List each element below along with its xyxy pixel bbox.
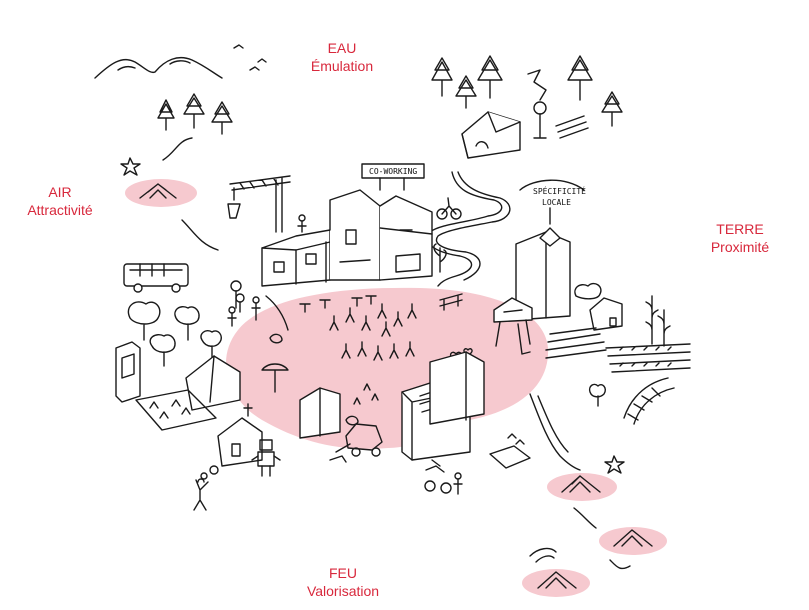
- crop-field: [545, 327, 691, 373]
- star-icon: [604, 455, 625, 474]
- flowers-icon: [230, 280, 245, 313]
- path-tent-connector: [573, 507, 597, 529]
- path-left: [181, 219, 219, 251]
- label-terre-subtitle: Proximité: [710, 239, 770, 255]
- label-feu-subtitle: Valorisation: [306, 583, 380, 599]
- specificite-locale-sign: SPÉCIFICITÉ LOCALE: [519, 179, 586, 225]
- people-left: [227, 296, 261, 327]
- village-buildings: [261, 189, 433, 287]
- wave-path-top: [162, 137, 193, 161]
- crane-icon: [227, 175, 291, 233]
- vending-machine: [115, 341, 141, 403]
- label-air-subtitle: Attractivité: [27, 202, 93, 218]
- robot-icon: [251, 439, 281, 477]
- apartment-building: [429, 351, 485, 425]
- stilt-house: [493, 297, 533, 347]
- plant-icon: [433, 243, 447, 273]
- digger-machine: [329, 423, 383, 463]
- star-icon: [120, 157, 141, 176]
- path-right: [529, 393, 581, 471]
- bicycle-group: [424, 459, 463, 495]
- pine-trees-icon: [157, 93, 233, 135]
- slide-icon: [517, 323, 531, 355]
- label-eau: EAU Émulation: [296, 39, 388, 75]
- specificite-line1: SPÉCIFICITÉ: [533, 185, 586, 196]
- greenhouse-icon: [623, 377, 675, 425]
- label-terre-title: TERRE: [716, 221, 764, 237]
- tent-icon: [537, 571, 577, 589]
- cyclist-icon: [436, 197, 462, 220]
- small-bushes-icon: [588, 383, 607, 407]
- cube-building: [299, 387, 341, 439]
- label-air: AIR Attractivité: [8, 183, 112, 219]
- tent-highlight-1: [547, 473, 617, 501]
- label-terre: TERRE Proximité: [696, 220, 784, 256]
- birds-icon: [233, 44, 267, 71]
- label-eau-title: EAU: [327, 40, 357, 56]
- person-cheering-icon: [193, 478, 209, 511]
- tent-highlight-3: [522, 569, 590, 597]
- umbrella-icon: [261, 363, 289, 393]
- shed-building: [589, 297, 623, 331]
- specificite-line2: LOCALE: [542, 198, 571, 207]
- coworking-sign-text: CO-WORKING: [369, 167, 417, 176]
- plants-lower: [353, 383, 379, 405]
- garden-bed: [135, 389, 217, 431]
- trees-left: [127, 301, 222, 367]
- label-feu: FEU Valorisation: [294, 564, 392, 600]
- house-with-chimney: [217, 403, 263, 467]
- label-air-title: AIR: [48, 184, 72, 200]
- tent-icon: [561, 475, 601, 493]
- tent-highlight-2: [599, 527, 667, 555]
- small-house-left: [185, 355, 241, 411]
- chickens-icon: [269, 333, 359, 426]
- crowd-of-people: [329, 303, 417, 361]
- corn-plants-icon: [645, 295, 671, 347]
- label-feu-title: FEU: [329, 565, 357, 581]
- bus-icon: [123, 263, 189, 293]
- label-eau-subtitle: Émulation: [310, 58, 374, 74]
- path-bottom: [609, 559, 631, 570]
- person-on-roof: [297, 214, 307, 233]
- barn-building: [461, 111, 521, 159]
- tent-icon: [139, 183, 177, 199]
- bench-icon: [439, 293, 463, 311]
- forest-icon: [431, 55, 623, 127]
- plaza-tables: [299, 295, 377, 313]
- bushes-icon: [574, 282, 602, 300]
- tent-icon: [613, 529, 653, 547]
- coworking-sign: CO-WORKING: [361, 163, 425, 191]
- sculpture-icon: [527, 69, 589, 139]
- winding-road: [425, 171, 503, 287]
- mountains-icon: [94, 56, 223, 79]
- bubbles-icon: [200, 465, 219, 480]
- path-plaza-slide: [265, 295, 289, 331]
- picnic-table: [489, 433, 531, 469]
- signal-waves-icon: [529, 547, 557, 563]
